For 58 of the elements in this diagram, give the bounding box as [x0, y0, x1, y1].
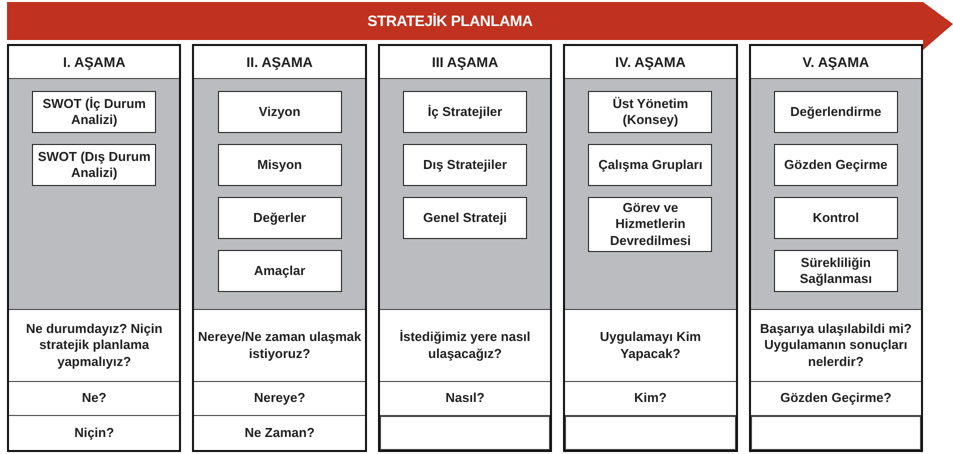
item-text: Sürekliliğin Sağlanması [798, 254, 873, 288]
stage-item-box [218, 250, 342, 292]
keyword-text: Gözden Geçirme? [780, 390, 892, 407]
stage-heading: II. AŞAMA [246, 54, 313, 70]
item-text: Dış Stratejiler [423, 156, 507, 174]
item-text: Gözden Geçirme [784, 156, 888, 174]
keyword-text: Nereye? [254, 390, 306, 407]
banner-title: STRATEJİK PLANLAMA [367, 13, 533, 30]
keyword-text: Ne? [82, 390, 106, 407]
question-text: Nereye/Ne zaman ulaşmak istiyoruz? [197, 329, 362, 362]
item-text: Kontrol [812, 210, 859, 226]
item-text: Misyon [257, 156, 302, 174]
item-text: Görev ve Hizmetlerin Devredilmesi [608, 200, 692, 249]
stage-column [748, 44, 924, 452]
stage-item-box [403, 91, 528, 133]
stage-column [7, 44, 182, 452]
stage-item-box [32, 91, 156, 133]
item-text: Değerlendirme [790, 104, 882, 120]
stage-item-box [588, 144, 712, 186]
stage-item-box [403, 144, 528, 186]
stage-item-box [218, 91, 342, 133]
question-text: Ne durumdayız? Niçin stratejik planlama yapmalıyız? [24, 321, 164, 370]
item-text: Amaçlar [254, 262, 306, 280]
item-text: SWOT (İç Durum Analizi) [42, 96, 147, 128]
item-text: Genel Strateji [423, 210, 507, 226]
keyword-text: Nasıl? [446, 390, 485, 407]
empty-cell [750, 416, 922, 450]
item-text: Çalışma Grupları [598, 156, 702, 174]
keyword-text: Kim? [634, 390, 667, 407]
stage-item-box [403, 197, 528, 239]
stage-heading: III AŞAMA [432, 54, 498, 70]
stage-item-box [774, 144, 898, 186]
stage-heading: IV. AŞAMA [615, 54, 686, 70]
stage-item-box [218, 197, 342, 239]
question-text: Başarıya ulaşılabildi mi? Uygulamanın sonuçları nelerdir? [758, 321, 913, 370]
stage-column [192, 44, 367, 452]
item-text: Vizyon [258, 104, 300, 120]
keyword-text: Ne Zaman? [244, 424, 315, 442]
stage-item-box [774, 91, 898, 133]
stage-item-box [774, 250, 898, 292]
question-text: İstediğimiz yere nasıl ulaşacağız? [398, 329, 532, 362]
item-text: SWOT (Dış Durum Analizi) [37, 148, 152, 182]
stage-heading: V. AŞAMA [802, 54, 870, 70]
stage-heading: I. AŞAMA [62, 54, 126, 70]
item-text: İç Stratejiler [428, 104, 502, 120]
question-text: Uygulamayı Kim Yapacak? [598, 329, 702, 362]
keyword-text: Niçin? [74, 424, 114, 442]
stage-column [563, 44, 738, 452]
stage-item-box [588, 197, 712, 252]
item-text: Üst Yönetim (Konsey) [612, 96, 690, 128]
stage-item-box [588, 91, 712, 133]
item-text: Değerler [253, 210, 306, 226]
stage-column [378, 44, 552, 452]
stage-item-box [774, 197, 898, 239]
empty-cell [380, 416, 550, 450]
banner-arrow [7, 2, 953, 50]
stage-item-box [218, 144, 342, 186]
empty-cell [565, 416, 736, 450]
